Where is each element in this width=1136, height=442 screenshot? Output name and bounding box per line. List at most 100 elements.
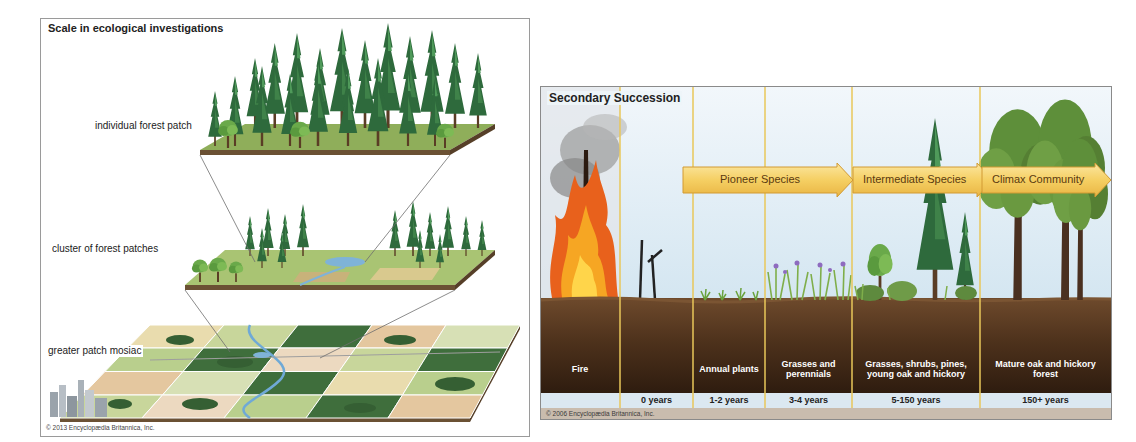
- stage-years: 5-150 years: [855, 395, 977, 405]
- forest-cluster-plate: [436, 234, 444, 268]
- arrow-fill: [982, 163, 1111, 197]
- forest-cluster-plate: [278, 232, 287, 268]
- grasses-perennials: [774, 261, 846, 275]
- greater-mosaic-plate: [344, 403, 376, 413]
- greater-mosaic-plate: [435, 377, 475, 391]
- stage-divider: [692, 87, 694, 408]
- stage-arrow: Climax Community: [982, 163, 1111, 197]
- stage-name: Grasses and perennials: [768, 359, 849, 380]
- grasses-perennials: [818, 263, 823, 268]
- charred-posts: [652, 255, 655, 300]
- forest-cluster-plate: [185, 201, 495, 290]
- greater-mosaic-plate: [60, 325, 520, 418]
- zoom-line: [200, 155, 255, 262]
- greater-mosaic-plate: [306, 395, 403, 418]
- stage-years: 150+ years: [983, 395, 1108, 405]
- stage-name: Mature oak and hickory forest: [983, 359, 1108, 380]
- greater-mosaic-plate: [108, 399, 132, 409]
- annual-plants: [701, 288, 758, 300]
- copyright-note: © 2006 Encyclopædia Britannica, Inc.: [546, 410, 655, 417]
- zoom-line: [185, 290, 455, 358]
- city-skyline: [59, 385, 66, 417]
- stage-arrow: Pioneer Species: [683, 163, 853, 197]
- grasses-perennials: [841, 262, 846, 267]
- forest-patch-plate: [436, 124, 454, 148]
- greater-mosaic-plate: [253, 352, 271, 358]
- charred-posts: [648, 250, 662, 262]
- soil-ground: [541, 298, 1111, 393]
- stage-years: 0 years: [623, 395, 690, 405]
- annual-plants: [701, 288, 758, 300]
- greater-mosaic-plate: [108, 335, 475, 413]
- forest-cluster-plate: [325, 257, 365, 267]
- grasses-perennials: [828, 268, 832, 272]
- greater-mosaic-plate: [60, 325, 520, 418]
- forest-cluster-plate: [425, 212, 435, 256]
- succession-sky: [541, 87, 1111, 300]
- forest-patch-plate: [290, 122, 310, 148]
- forest-patch-plate: [218, 120, 238, 148]
- forest-patch-plate: [399, 71, 417, 146]
- forest-cluster-plate: [416, 230, 425, 268]
- charred-posts: [640, 240, 662, 300]
- burning-tree: [561, 205, 608, 298]
- greater-mosaic-plate: [243, 325, 284, 418]
- figure-panel: Scale in ecological investigations: [40, 18, 530, 437]
- stage-divider: [851, 87, 853, 408]
- stage-name: Fire: [543, 364, 617, 374]
- soil-ground: [541, 298, 1111, 393]
- forest-cluster-plate: [192, 260, 208, 282]
- forest-patch-plate: [200, 150, 450, 155]
- forest-cluster-plate: [478, 220, 487, 256]
- greater-mosaic-plate: [388, 395, 483, 418]
- shrubs-young-trees: [855, 118, 977, 301]
- forest-cluster-plate: [461, 216, 471, 256]
- scale-label: greater patch mosiac: [46, 345, 143, 357]
- arrow-label: Pioneer Species: [720, 173, 800, 186]
- grasses-perennials: [768, 261, 851, 301]
- grasses-perennials: [774, 264, 779, 269]
- stage-arrow: Intermediate Species: [853, 163, 993, 197]
- copyright-note: © 2013 Encyclopædia Britannica, Inc.: [46, 424, 155, 431]
- city-skyline: [78, 380, 84, 417]
- forest-cluster-plate: [209, 258, 227, 282]
- charred-posts: [640, 240, 642, 300]
- panel-title: Secondary Succession: [547, 91, 682, 105]
- zoom-line: [365, 155, 450, 262]
- greater-mosaic-plate: [339, 348, 432, 372]
- forest-cluster-plate: [229, 261, 243, 282]
- forest-patch-plate: [445, 43, 465, 128]
- stage-divider: [764, 87, 766, 408]
- greater-mosaic-plate: [150, 352, 500, 360]
- mature-oak-forest: [976, 100, 1108, 300]
- forest-patch-plate: [469, 53, 487, 128]
- forest-cluster-plate: [257, 228, 267, 268]
- stage-divider: [619, 87, 621, 408]
- greater-mosaic-plate: [356, 325, 447, 348]
- forest-cluster-plate: [185, 285, 455, 290]
- greater-mosaic-plate: [403, 372, 496, 396]
- burning-tree: [550, 160, 618, 298]
- greater-mosaic-plate: [60, 325, 520, 422]
- forest-patch-plate: [450, 124, 495, 155]
- shrubs-young-trees: [917, 118, 954, 300]
- stage-bands: [541, 393, 1111, 419]
- succession-sky: [541, 87, 1111, 300]
- city-skyline: [95, 398, 107, 417]
- city-skyline: [67, 396, 77, 417]
- forest-cluster-plate: [300, 267, 345, 285]
- city-skyline: [85, 390, 94, 417]
- zoom-line: [320, 290, 455, 358]
- shrubs-young-trees: [856, 285, 884, 301]
- shrubs-young-trees: [955, 286, 977, 300]
- greater-mosaic-plate: [60, 418, 470, 422]
- burning-tree: [572, 255, 598, 298]
- greater-mosaic-plate: [417, 348, 508, 372]
- zoom-line: [185, 290, 230, 352]
- forest-cluster-plate: [245, 216, 255, 256]
- stage-years: 1-2 years: [696, 395, 762, 405]
- city-skyline: [50, 392, 58, 417]
